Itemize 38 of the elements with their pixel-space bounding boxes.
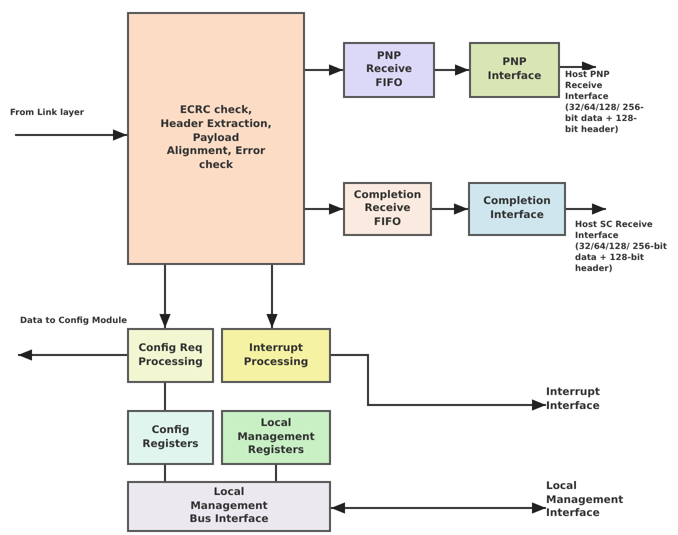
- arrow: [159, 265, 171, 328]
- block-box: [469, 42, 560, 98]
- block-box: [127, 410, 214, 465]
- arrow: [435, 64, 469, 76]
- block-box: [127, 12, 305, 265]
- block-label: ECRC check, Header Extraction, Payload Alignment, Error check: [159, 104, 273, 173]
- block-box: [221, 410, 331, 465]
- arrow: [331, 502, 546, 514]
- block-box: [468, 182, 566, 236]
- arrow: [566, 203, 606, 215]
- block-label: PNP Interface: [486, 56, 542, 84]
- arrow: [18, 349, 127, 361]
- arrow: [432, 203, 468, 215]
- interface-label: Interrupt Interface: [546, 386, 601, 414]
- block-box: [343, 42, 435, 98]
- block-label: Completion Receive FIFO: [352, 188, 422, 230]
- block-label: Completion Interface: [482, 195, 552, 223]
- arrow: [331, 354, 546, 411]
- arrow: [560, 61, 596, 73]
- arrow: [266, 265, 278, 328]
- arrow: [305, 64, 343, 76]
- block-label: PNP Receive FIFO: [364, 50, 414, 90]
- arrow: [15, 129, 127, 141]
- block-box: [221, 328, 331, 383]
- block-label: Local Management Registers: [236, 417, 316, 458]
- block-box: [127, 328, 214, 383]
- block-box: [127, 481, 331, 532]
- connector-line: [275, 465, 277, 481]
- block-label: Config Req Processing: [137, 342, 204, 370]
- connector-line: [164, 465, 166, 481]
- connector-line: [164, 383, 166, 410]
- edge-label: Data to Config Module: [20, 316, 130, 328]
- block-label: Config Registers: [141, 424, 200, 452]
- arrow: [305, 203, 343, 215]
- interface-label: Local Management Interface: [546, 480, 624, 521]
- block-label: Interrupt Processing: [242, 342, 310, 370]
- block-label: Local Management Bus Interface: [188, 486, 270, 527]
- block-box: [343, 182, 432, 236]
